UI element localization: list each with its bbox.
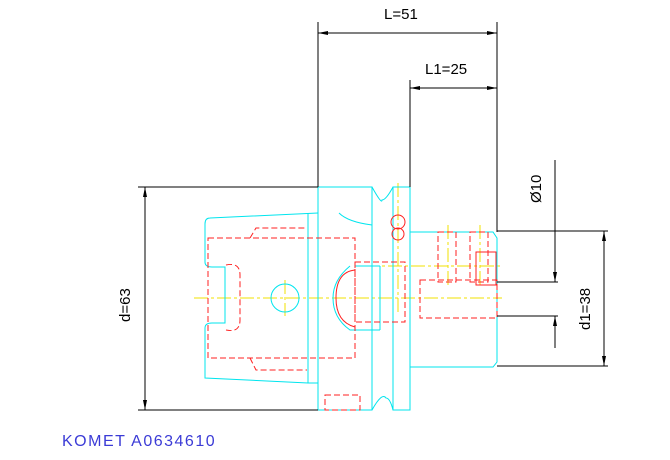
dimension-L1-label: L1=25	[425, 61, 467, 78]
screw-detail	[335, 214, 497, 328]
dimension-lines	[138, 22, 608, 411]
dimension-d1-label: d1=38	[577, 288, 594, 330]
dimension-L-label: L=51	[384, 6, 418, 23]
centerlines	[194, 183, 502, 316]
hidden-lines	[207, 227, 498, 411]
dimension-d-label: d=63	[117, 288, 134, 322]
part-number-caption: KOMET A0634610	[62, 433, 217, 450]
dimension-diameter-label: Ø10	[528, 175, 545, 203]
